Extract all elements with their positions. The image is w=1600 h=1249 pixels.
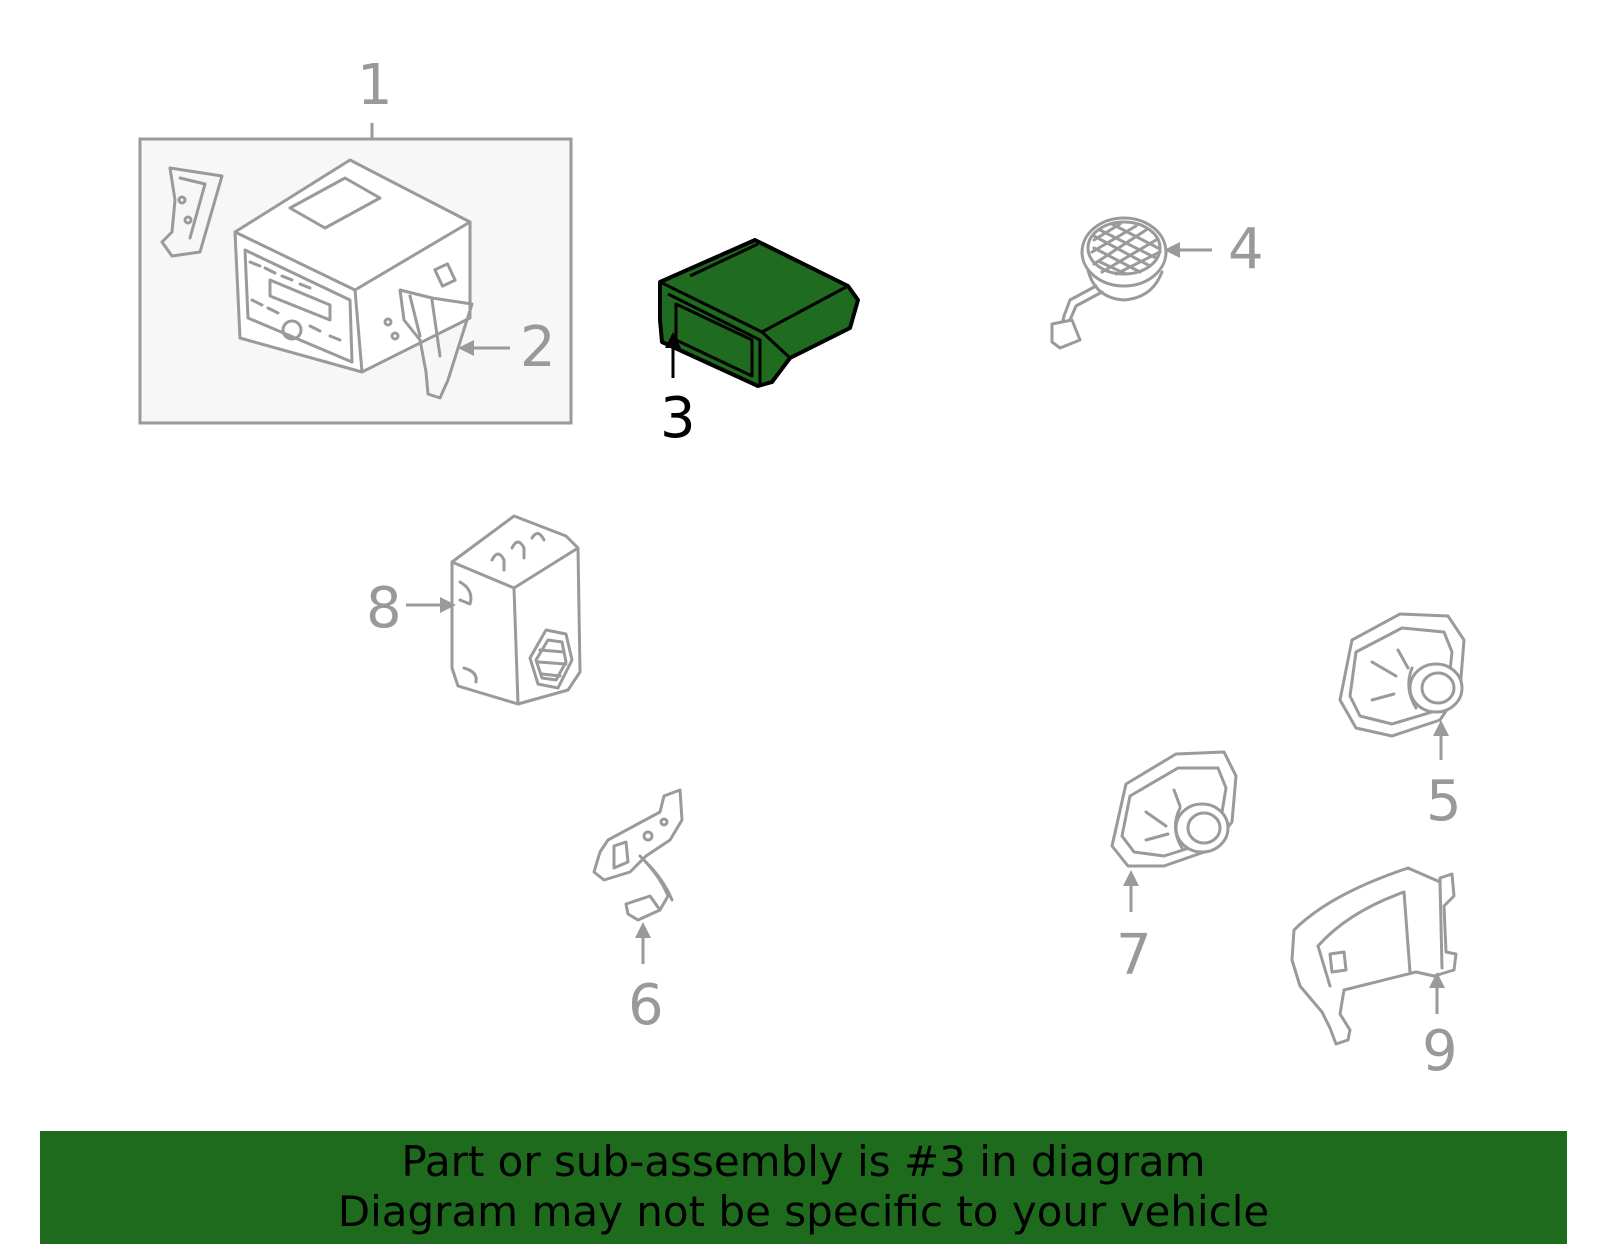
part-6-bracket-harness[interactable]: [592, 788, 684, 922]
callout-9: 9: [1422, 1019, 1458, 1084]
callout-4: 4: [1228, 217, 1264, 282]
callout-3: 3: [660, 386, 696, 451]
callout-2: 2: [520, 315, 556, 380]
part-5-rear-speaker[interactable]: [1338, 612, 1466, 738]
callout-9-leader: [1429, 972, 1445, 1014]
callout-7: 7: [1116, 923, 1152, 988]
callout-5-leader: [1433, 720, 1449, 760]
callout-8: 8: [366, 576, 402, 641]
callout-2-leader: [458, 340, 510, 356]
part-9-speaker-bracket[interactable]: [1290, 866, 1458, 1046]
part-7-door-speaker[interactable]: [1110, 750, 1238, 868]
part-1-radio-assembly[interactable]: [138, 123, 573, 425]
part-4-tweeter[interactable]: [1050, 216, 1168, 350]
banner-line-part: Part or sub-assembly is #3 in diagram: [401, 1137, 1206, 1186]
callout-8-leader: [406, 597, 456, 613]
callout-6: 6: [628, 973, 664, 1038]
callout-4-leader: [1164, 242, 1212, 258]
callout-3-leader: [665, 332, 681, 378]
callout-5: 5: [1426, 769, 1462, 834]
callout-1: 1: [357, 53, 393, 118]
callout-6-leader: [635, 922, 651, 964]
info-banner: Part or sub-assembly is #3 in diagram Di…: [40, 1131, 1567, 1244]
banner-line-disclaimer: Diagram may not be specific to your vehi…: [337, 1187, 1270, 1236]
part-3-pocket-highlighted[interactable]: [658, 238, 860, 388]
callout-7-leader: [1123, 870, 1139, 912]
part-8-speaker-enclosure[interactable]: [450, 514, 582, 706]
